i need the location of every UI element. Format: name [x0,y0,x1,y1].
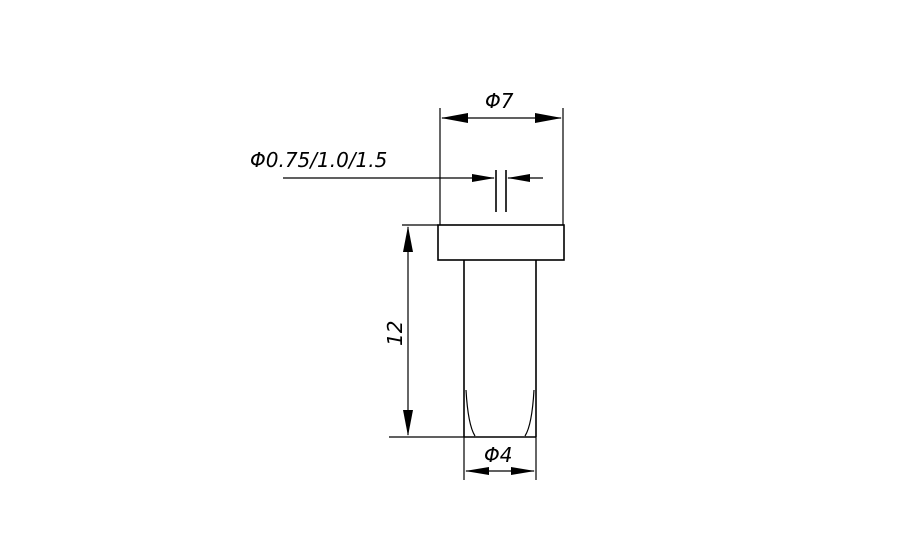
arrow-head-right [535,113,562,123]
label-bore-diameters: Φ0.75/1.0/1.5 [250,148,387,172]
label-shank-length: 12 [383,321,407,346]
label-shank-diameter: Φ4 [484,443,512,467]
arrow-bore-right [507,174,530,182]
head-outline [437,224,565,261]
arrow-shank-right [511,467,535,475]
arrow-length-bottom [403,410,413,436]
arrow-length-top [403,226,413,252]
arrow-shank-left [465,467,489,475]
arrow-head-left [441,113,468,123]
label-head-diameter: Φ7 [485,89,514,113]
shank-taper-right [524,389,535,437]
arrow-bore-left [472,174,495,182]
shank-taper-left [465,389,476,437]
